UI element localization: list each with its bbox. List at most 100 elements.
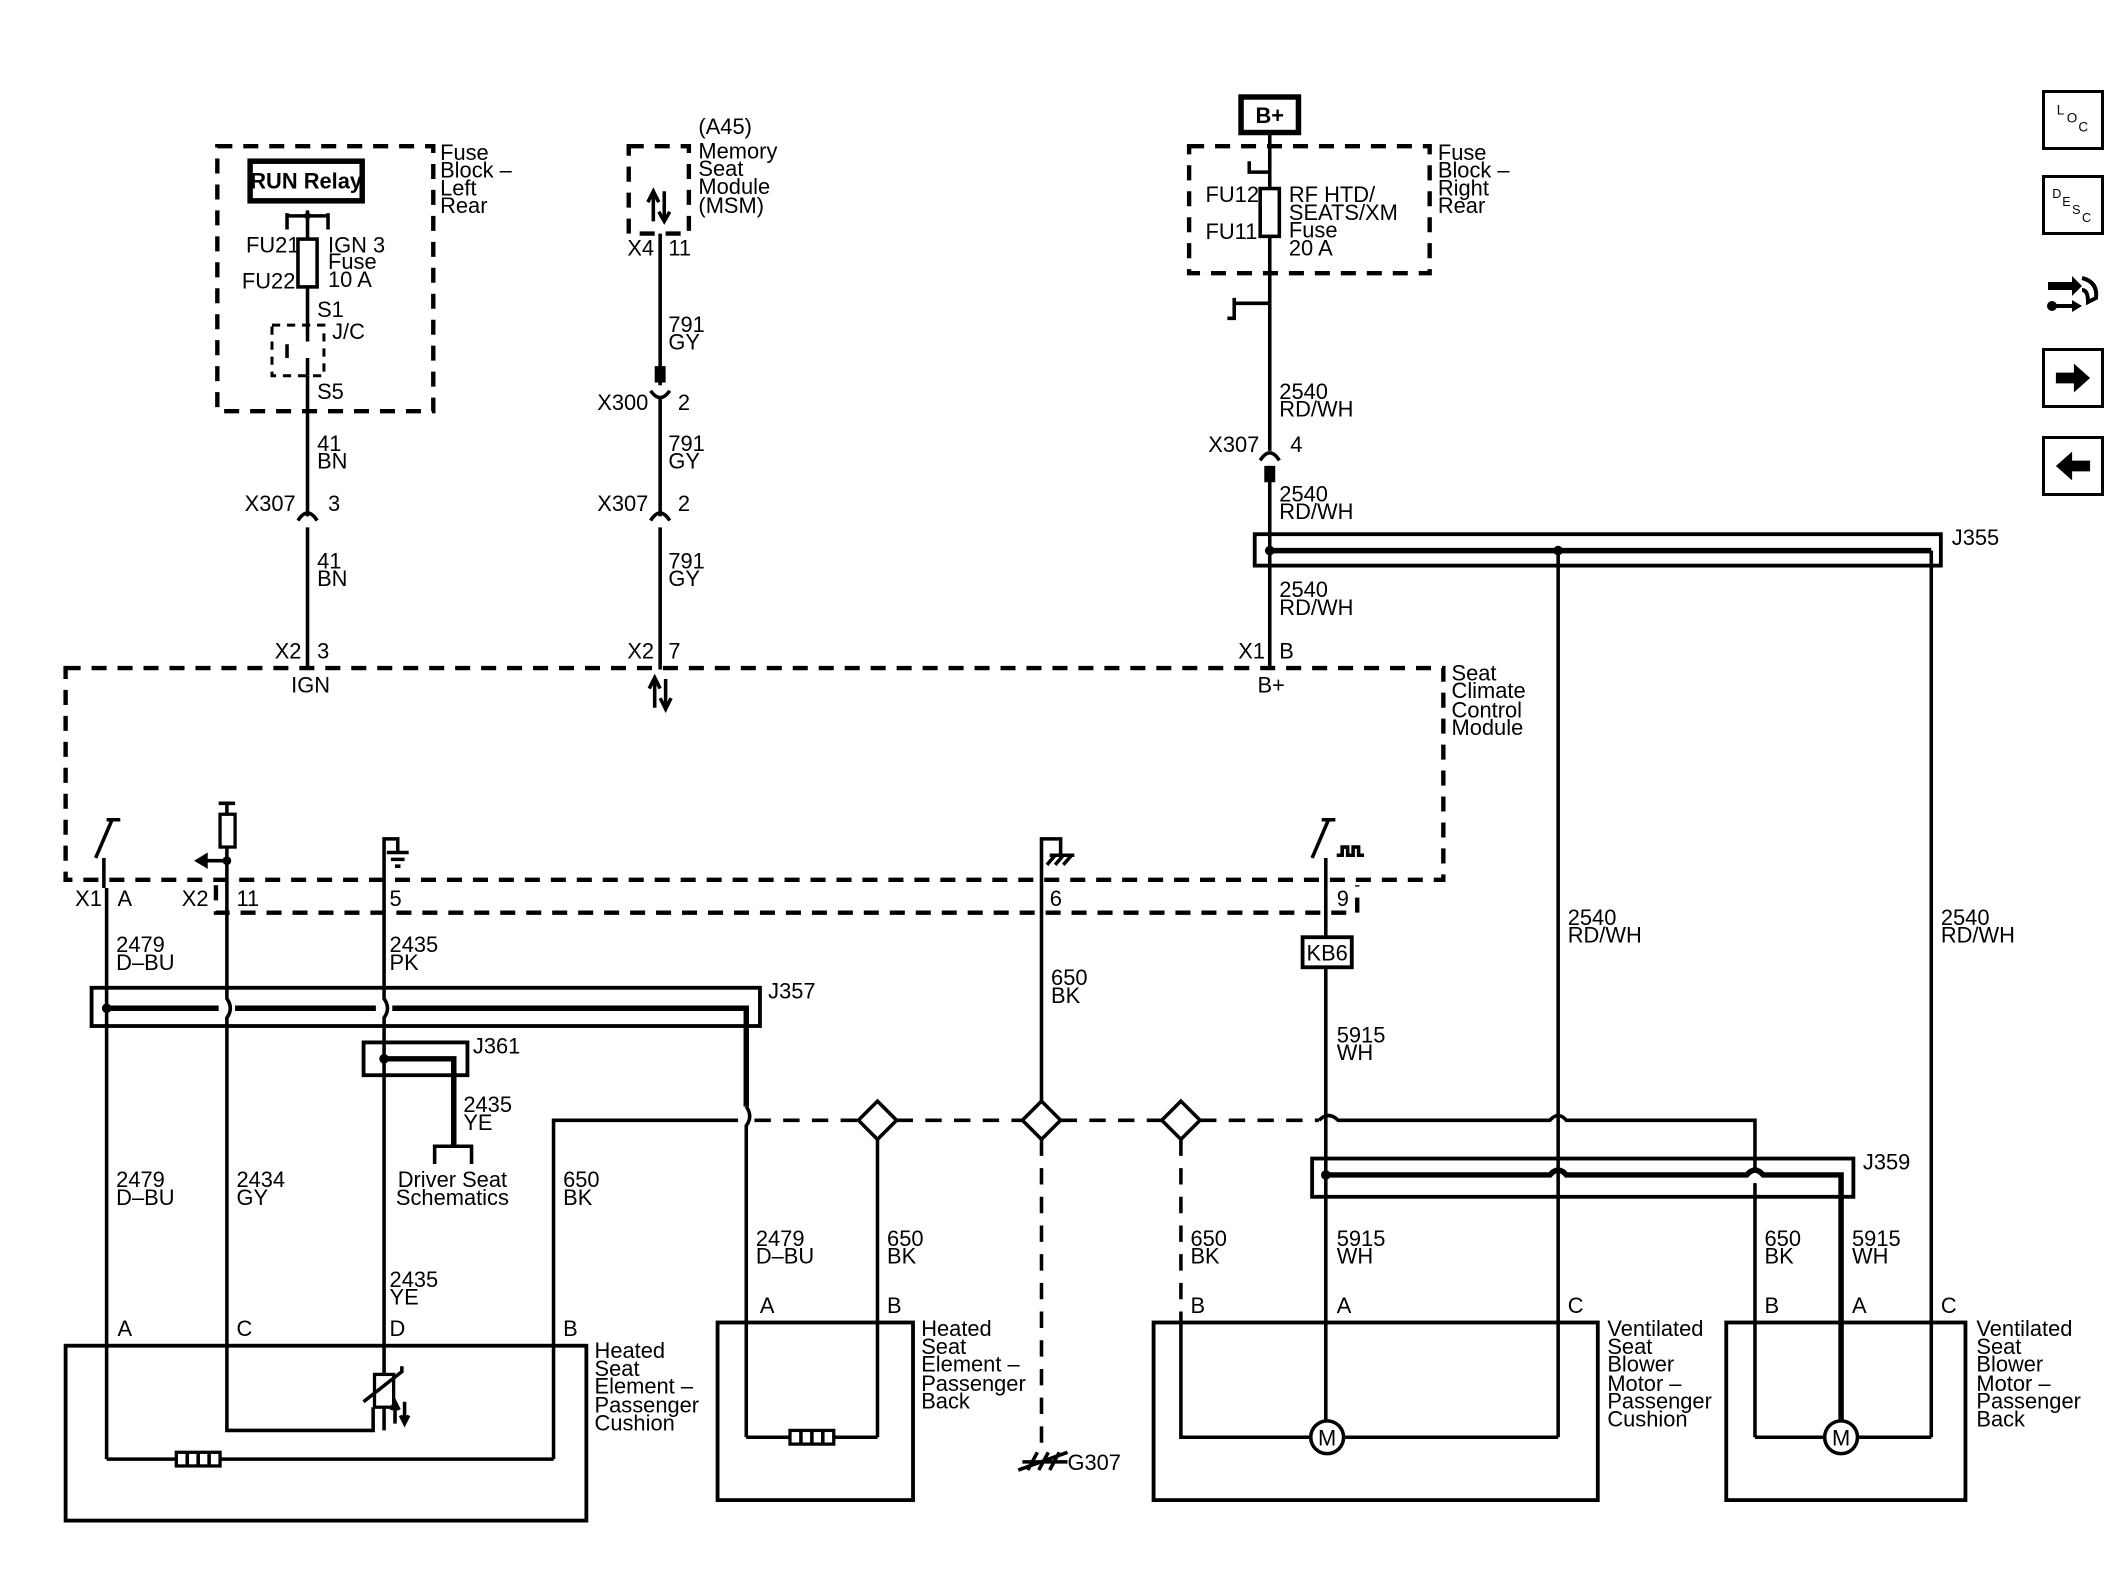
wire-2434-num: 2434 <box>236 1167 285 1192</box>
vsc-pin-c: C <box>1568 1293 1584 1318</box>
wire-2434-gy: 2434 GY <box>225 888 375 1433</box>
heated-seat-back: A B Heated Seat Element – Passenger Back <box>715 1293 1026 1503</box>
desc-icon: D E S C <box>2052 187 2091 225</box>
vsc-title-3: Blower <box>1607 1352 1674 1377</box>
msm-x4-label: X4 <box>627 235 654 260</box>
vsc-motor-label: M <box>1318 1425 1336 1450</box>
hsc-pin-a: A <box>118 1316 133 1341</box>
wire-791-color-1: GY <box>668 330 700 355</box>
scc-bottom-pins: X1 A X2 11 5 6 9 <box>75 885 1360 915</box>
wire-2435-num-3: 2435 <box>463 1092 512 1117</box>
scc-title-2: Climate <box>1452 678 1526 703</box>
hsb-title-3: Element – <box>921 1352 1020 1377</box>
ground-g307-label: G307 <box>1067 1450 1120 1475</box>
fuse-right-label-3: Fuse <box>1289 218 1338 243</box>
ventilated-seat-cushion: M B A C Ventilated Seat Blower Motor – P… <box>1151 1293 1712 1503</box>
wire-650-num-1: 650 <box>563 1167 599 1192</box>
msm-title-4: Module <box>698 174 770 199</box>
hsc-pin-b: B <box>563 1316 578 1341</box>
ign3-label: IGN 3 <box>328 233 385 258</box>
next-page-button[interactable] <box>2042 348 2104 408</box>
wire-2540-num-3: 2540 <box>1279 577 1328 602</box>
scc-title-4: Module <box>1452 715 1524 740</box>
wire-5915-color-2: WH <box>1337 1244 1373 1269</box>
vsb-title-3: Blower <box>1976 1352 2043 1377</box>
wire-2435-color-ye: YE <box>390 1285 419 1310</box>
wire-2479-num-3: 2479 <box>756 1226 805 1251</box>
wire-5915-num-3: 5915 <box>1852 1226 1901 1251</box>
fuse-block-left-title-4: Rear <box>440 193 487 218</box>
scc-ign-label: IGN <box>291 673 330 698</box>
fuse-block-right-title-2: Block – <box>1438 158 1511 183</box>
x307-label-1: X307 <box>245 491 296 516</box>
j361-label: J361 <box>473 1033 520 1058</box>
wire-2540-color-5: RD/WH <box>1941 923 2015 948</box>
hsb-pin-a: A <box>760 1293 775 1318</box>
description-button[interactable]: D E S C <box>2042 175 2104 235</box>
wire-41-bn: 41 BN X307 3 41 BN X2 3 <box>245 375 347 667</box>
loc-l: L <box>2057 103 2065 118</box>
fuse-right-label-1: RF HTD/ <box>1289 182 1376 207</box>
wire-650-color-1: BK <box>563 1185 593 1210</box>
wire-650-color-4: BK <box>1190 1244 1220 1269</box>
x2-pin-11: 11 <box>236 886 259 911</box>
splice-j355: J355 2540 RD/WH 2540 RD/WH <box>1252 525 2015 1438</box>
kb6-label: KB6 <box>1306 940 1347 965</box>
j357-label: J357 <box>768 979 815 1004</box>
splice-j357: J357 <box>89 979 816 1438</box>
wire-2435-num-1: 2435 <box>390 932 439 957</box>
s5-label: S5 <box>317 379 344 404</box>
j355-label: J355 <box>1952 525 1999 550</box>
hsc-pin-d: D <box>390 1316 406 1341</box>
x2-pin-9: 9 <box>1337 886 1349 911</box>
msm-pin-11: 11 <box>668 235 691 260</box>
wire-5915-num-1: 5915 <box>1337 1022 1386 1047</box>
hsc-title-5: Cushion <box>595 1410 675 1435</box>
battery-bplus-label: B+ <box>1255 103 1284 128</box>
fuse-block-right-title-1: Fuse <box>1438 140 1487 165</box>
splice-j361: J361 2435 YE Driver Seat Schematics <box>361 1033 520 1210</box>
x307-pin-4: 4 <box>1290 432 1302 457</box>
location-button[interactable]: L O C <box>2042 90 2104 150</box>
x1-pin-a: A <box>118 886 133 911</box>
vsb-title-2: Seat <box>1976 1334 2021 1359</box>
fuse-block-right-title-3: Right <box>1438 175 1489 200</box>
x300-label: X300 <box>597 390 648 415</box>
hsc-title-4: Passenger <box>595 1393 700 1418</box>
arrow-right-icon <box>2055 363 2091 393</box>
wire-791-num-3: 791 <box>668 548 704 573</box>
scc-title-1: Seat <box>1452 660 1497 685</box>
wire-791-gy: 791 GY X300 2 791 GY X307 2 791 GY X2 7 <box>597 233 705 670</box>
wire-791-num-2: 791 <box>668 431 704 456</box>
ventilated-seat-back: M B A C Ventilated Seat Blower Motor – P… <box>1724 1293 2081 1503</box>
x2-pin-7: 7 <box>668 639 680 664</box>
wire-2479-num-2: 2479 <box>116 1167 165 1192</box>
wire-2435-num-2: 2435 <box>390 1267 439 1292</box>
vsc-title-1: Ventilated <box>1607 1316 1703 1341</box>
fuse-right-label-2: SEATS/XM <box>1289 200 1398 225</box>
wire-650-num-4: 650 <box>1190 1226 1226 1251</box>
vsc-title-4: Motor – <box>1607 1371 1682 1396</box>
wire-2434-color: GY <box>236 1185 268 1210</box>
driver-seat-label-2: Schematics <box>396 1185 509 1210</box>
connector-view-button[interactable] <box>2042 262 2104 322</box>
x1-label-bplus: X1 <box>1238 639 1265 664</box>
splice-j359: J359 650 BK 5915 WH <box>1310 1149 1910 1438</box>
hsb-title-2: Seat <box>921 1334 966 1359</box>
wire-650-color-3: BK <box>887 1244 917 1269</box>
wire-2540-rdwh-main: 2540 RD/WH X307 4 2540 RD/WH 2540 RD/WH … <box>1208 303 1353 670</box>
hsb-pin-b: B <box>887 1293 902 1318</box>
wire-41-num-2: 41 <box>317 548 341 573</box>
wire-791-num-1: 791 <box>668 312 704 337</box>
previous-page-button[interactable] <box>2042 436 2104 496</box>
x2-label-ign: X2 <box>275 639 302 664</box>
wire-2435: 2435 PK 2435 YE <box>382 888 439 1431</box>
connector-tool-icon <box>2047 276 2099 312</box>
fuse-rating-label: 10 A <box>328 267 372 292</box>
heated-seat-cushion: A C D B Heated Seat Element – Passenger … <box>63 1316 700 1523</box>
wire-2540-num-4: 2540 <box>1568 905 1617 930</box>
memory-seat-module: (A45) Memory Seat Module (MSM) X4 11 <box>626 114 777 260</box>
vsc-pin-b: B <box>1190 1293 1205 1318</box>
hsc-title-3: Element – <box>595 1374 694 1399</box>
seat-climate-control-module: Seat Climate Control Module IGN B+ <box>63 660 1526 889</box>
